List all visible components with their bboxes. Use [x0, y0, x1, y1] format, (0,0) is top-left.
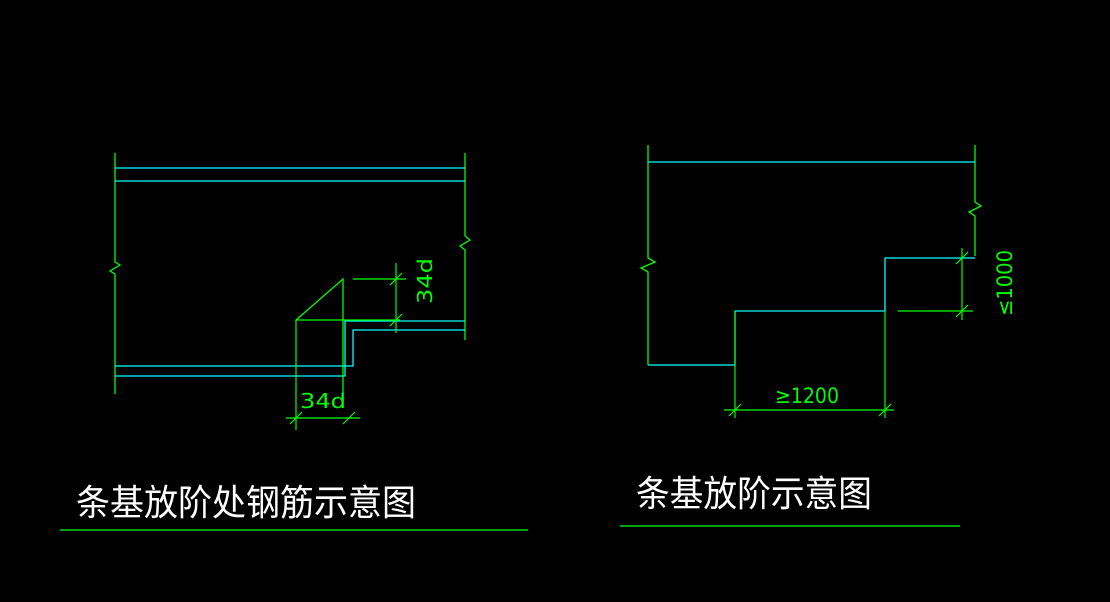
right-boundary-line	[458, 153, 472, 340]
right-vdim-tick-bottom	[955, 304, 969, 318]
right-diagram: ≥1200 ≤1000 条基放阶示意图	[620, 145, 1017, 527]
right-vdim-tick-top	[955, 251, 969, 265]
left-diagram-rebar	[115, 167, 465, 377]
right-diagram-right-boundary	[967, 145, 983, 256]
left-dim-horizontal-label: 34d	[300, 389, 346, 413]
right-vertical-dimension	[898, 248, 973, 320]
right-diagram-outline	[648, 161, 975, 366]
right-dim-vertical-label: ≤1000	[993, 250, 1017, 316]
right-diagram-boundaries	[639, 145, 983, 365]
right-hdim-tick-right	[878, 403, 892, 417]
bottom-rebar-line-outer	[115, 320, 465, 377]
right-diagram-title: 条基放阶示意图	[636, 474, 872, 515]
left-boundary-line	[108, 153, 122, 394]
horizontal-dim-tick-right	[342, 411, 356, 425]
left-diagram-boundaries	[108, 153, 472, 394]
left-horizontal-dimension	[286, 320, 360, 430]
left-diagram-anchorage	[295, 277, 400, 408]
left-dim-vertical-label: 34d	[413, 258, 437, 304]
vertical-dim-tick-top	[389, 272, 403, 286]
anchorage-bar-vertical	[295, 277, 344, 408]
bottom-rebar-line-inner	[115, 329, 465, 367]
horizontal-dim-tick-left	[289, 411, 303, 425]
right-diagram-left-boundary	[639, 145, 657, 365]
foundation-step-profile	[648, 257, 975, 366]
vertical-dim-tick-bottom	[389, 313, 403, 327]
left-vertical-dimension	[353, 263, 406, 333]
right-dim-horizontal-label: ≥1200	[775, 384, 839, 408]
left-diagram: 34d 34d 条基放阶处钢筋示意图	[60, 153, 528, 531]
right-horizontal-dimension	[724, 311, 894, 418]
right-hdim-tick-left	[728, 403, 742, 417]
left-diagram-title: 条基放阶处钢筋示意图	[76, 483, 416, 524]
